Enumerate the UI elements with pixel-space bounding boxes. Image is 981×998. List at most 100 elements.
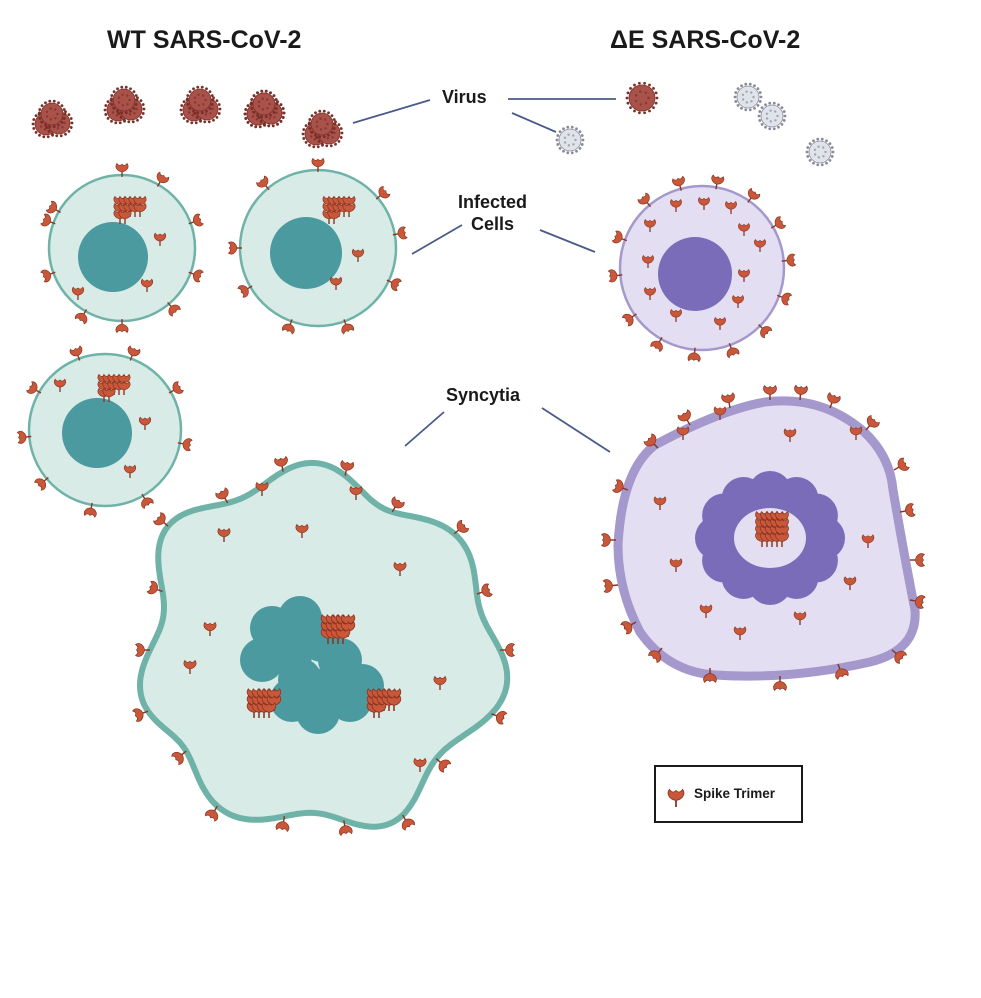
- spike-trimer: [781, 253, 797, 267]
- spike-trimer: [171, 750, 187, 765]
- spike-trimer: [644, 218, 656, 232]
- wt-syncytium: [136, 459, 511, 830]
- spike-trimer: [168, 381, 184, 394]
- wt-infected-cell: [238, 168, 398, 328]
- spike-trimer: [669, 558, 683, 572]
- spike-trimer: [621, 313, 637, 327]
- spike-trimer: [188, 269, 204, 283]
- spike-trimer: [45, 200, 61, 214]
- spike-trimer: [909, 595, 926, 609]
- spike-trimer: [721, 392, 735, 409]
- spike-trimer: [738, 268, 750, 282]
- virus-particle: [625, 81, 659, 115]
- spike-trimer: [115, 319, 129, 334]
- spike-trimer: [770, 216, 787, 229]
- leader-virus-de-2: [511, 112, 557, 133]
- spike-trimer: [607, 269, 623, 283]
- spike-trimer: [670, 308, 682, 322]
- spike-trimer: [153, 232, 167, 246]
- spike-trimer: [127, 345, 141, 361]
- virus-particle: [185, 85, 215, 115]
- spike-trimer: [653, 496, 667, 510]
- label-infected-line1: Infected: [458, 192, 528, 212]
- spike-trimer: [612, 479, 629, 493]
- virus-particle: [757, 101, 787, 131]
- spike-trimer: [183, 659, 197, 674]
- spike-trimer: [34, 477, 49, 491]
- legend: Spike Trimer: [654, 765, 803, 823]
- nucleus-lobe: [793, 493, 838, 538]
- spike-trimer: [726, 342, 740, 359]
- spike-trimer: [256, 175, 270, 191]
- spike-trimer: [620, 621, 637, 635]
- spike-trimer: [146, 580, 163, 595]
- spike-trimer: [650, 336, 663, 353]
- spike-trimer: [392, 226, 408, 240]
- spike-trimer: [476, 583, 493, 597]
- spike-trimer: [342, 202, 356, 217]
- spike-trimer: [118, 209, 132, 224]
- nucleus: [62, 398, 132, 468]
- spike-trimer: [676, 426, 690, 440]
- spike-trimer: [783, 428, 797, 442]
- wt-infected-cell: [27, 352, 183, 508]
- nucleus-lobe: [270, 678, 314, 722]
- spike-trimer: [776, 292, 793, 306]
- label-infected-cells: Infected Cells: [458, 191, 527, 235]
- spike-trimer: [341, 319, 355, 335]
- virus-particle: [805, 137, 835, 167]
- spike-trimer: [672, 175, 685, 191]
- spike-trimer: [386, 695, 402, 711]
- spike-trimer: [637, 192, 652, 208]
- label-syncytia: Syncytia: [446, 385, 521, 405]
- spike-trimer: [849, 426, 863, 440]
- spike-trimer: [69, 345, 83, 361]
- spike-trimer: [648, 647, 663, 663]
- spike-trimer: [687, 347, 701, 363]
- leader-cells-wt: [411, 224, 463, 255]
- spike-trimer: [391, 496, 405, 513]
- spike-trimer: [893, 457, 910, 471]
- spike-trimer: [775, 531, 789, 547]
- spike-trimer: [386, 278, 402, 291]
- spike-trimer: [156, 171, 170, 187]
- leader-syncytia-de: [541, 407, 611, 453]
- spike-trimer: [611, 230, 628, 244]
- spike-trimer: [670, 198, 682, 212]
- spike-trimer: [714, 316, 726, 330]
- spike-trimer: [843, 576, 857, 590]
- spike-trimer: [275, 816, 290, 833]
- spike-trimer: [203, 621, 217, 636]
- spike-trimer: [401, 814, 415, 831]
- spike-trimer: [215, 487, 229, 504]
- spike-trimer: [835, 663, 849, 680]
- virus-particle: [555, 125, 585, 155]
- spike-trimer: [827, 392, 841, 409]
- spike-trimer: [133, 202, 147, 217]
- spike-trimer: [117, 380, 131, 395]
- spike-trimer: [899, 503, 916, 517]
- spike-trimer: [274, 455, 288, 472]
- spike-trimer: [177, 438, 193, 452]
- spike-trimer: [794, 384, 808, 401]
- spike-trimer: [123, 464, 137, 478]
- spike-trimer: [167, 301, 181, 317]
- spike-trimer: [763, 384, 777, 400]
- virus-particle: [249, 89, 279, 119]
- spike-trimer: [711, 174, 725, 190]
- spike-trimer: [340, 459, 354, 476]
- spike-trimer: [491, 711, 508, 725]
- spike-trimer: [703, 668, 717, 684]
- spike-trimer: [413, 757, 427, 772]
- spike-trimer: [600, 533, 616, 547]
- spike-trimer: [861, 534, 875, 548]
- spike-trimer: [393, 561, 407, 576]
- spike-trimer: [327, 209, 341, 224]
- nucleus-lobe: [240, 638, 284, 682]
- spike-trimer: [339, 820, 353, 837]
- leader-virus-wt: [352, 99, 431, 124]
- virus-particle: [733, 82, 763, 112]
- spike-trimer: [375, 186, 391, 200]
- spike-trimer: [773, 676, 787, 692]
